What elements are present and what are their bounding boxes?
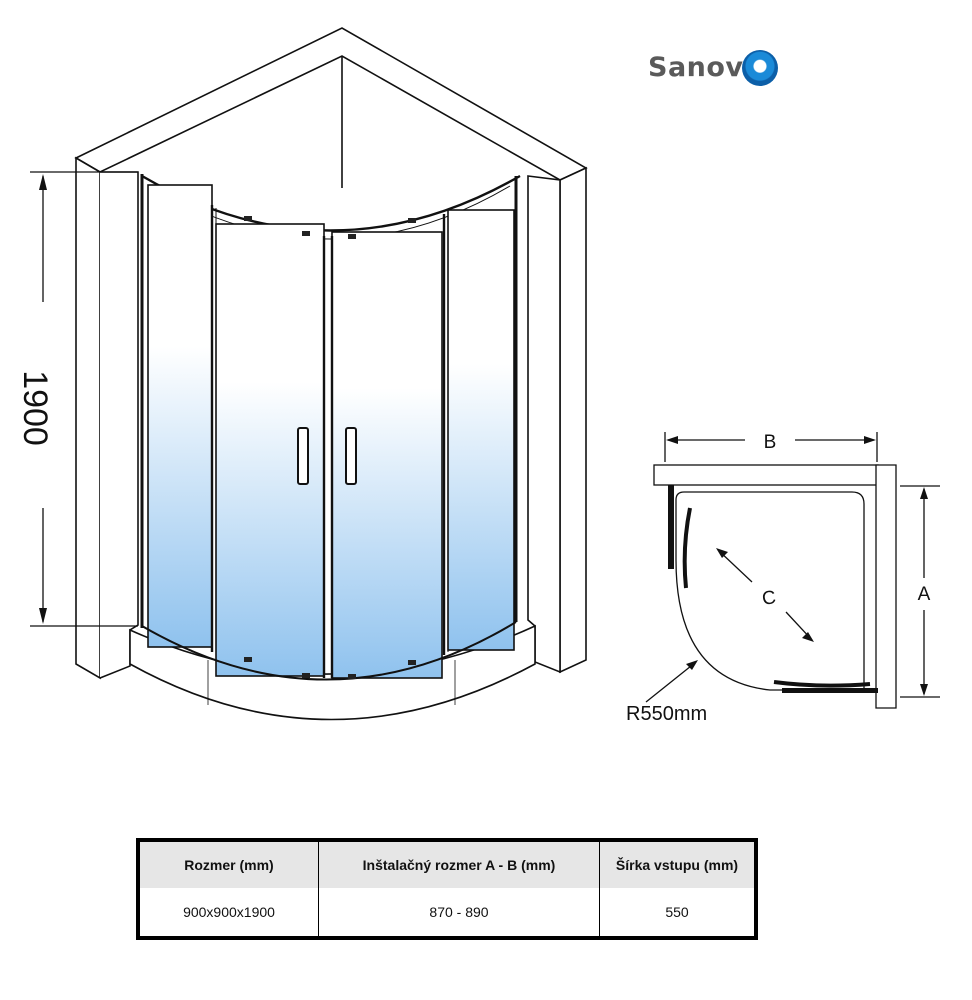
plan-door-left [682,507,692,589]
plan-left-wall-profile [668,485,674,569]
diagram-canvas: 1900 [16,27,940,725]
wall-top [74,27,588,181]
spec-table-header-row: Rozmer (mm) Inštalačný rozmer A - B (mm)… [138,840,756,888]
shower-3d-view [74,27,588,721]
door-rollers [244,216,416,679]
spec-header-entry: Šírka vstupu (mm) [599,840,756,888]
left-wall-inner [99,171,139,679]
plan-view [645,432,940,709]
plan-right-wall [875,464,897,709]
plan-top-wall [653,464,879,486]
spec-cell-size: 900x900x1900 [138,888,319,938]
spec-header-size: Rozmer (mm) [138,840,319,888]
glass-panel-left [147,184,213,648]
plan-label-a: A [918,584,931,605]
right-wall [559,166,587,674]
brand-logo: Sanov [648,44,778,90]
spec-cell-install: 870 - 890 [318,888,600,938]
height-dimension [30,171,138,627]
plan-tray-outline [675,491,865,691]
table-row: 900x900x1900 870 - 890 550 [138,888,756,938]
spec-table: Rozmer (mm) Inštalačný rozmer A - B (mm)… [136,838,758,940]
plan-label-c: C [761,587,778,610]
spec-cell-entry: 550 [599,888,756,938]
right-wall-inner [527,175,561,674]
left-wall [75,156,101,680]
plan-radius-label: R550mm [626,703,707,725]
spec-header-install: Inštalačný rozmer A - B (mm) [318,840,600,888]
brand-name: Sanov [648,51,744,83]
bottom-rail [141,621,517,681]
glass-panel-right [447,209,515,651]
handle-right [345,427,357,485]
plan-label-b: B [764,432,777,453]
glass-panel-door-right [331,231,443,679]
handle-left [297,427,309,485]
water-drop-o-icon [741,50,778,86]
plan-door-right [773,680,871,688]
height-label: 1900 [16,370,54,446]
